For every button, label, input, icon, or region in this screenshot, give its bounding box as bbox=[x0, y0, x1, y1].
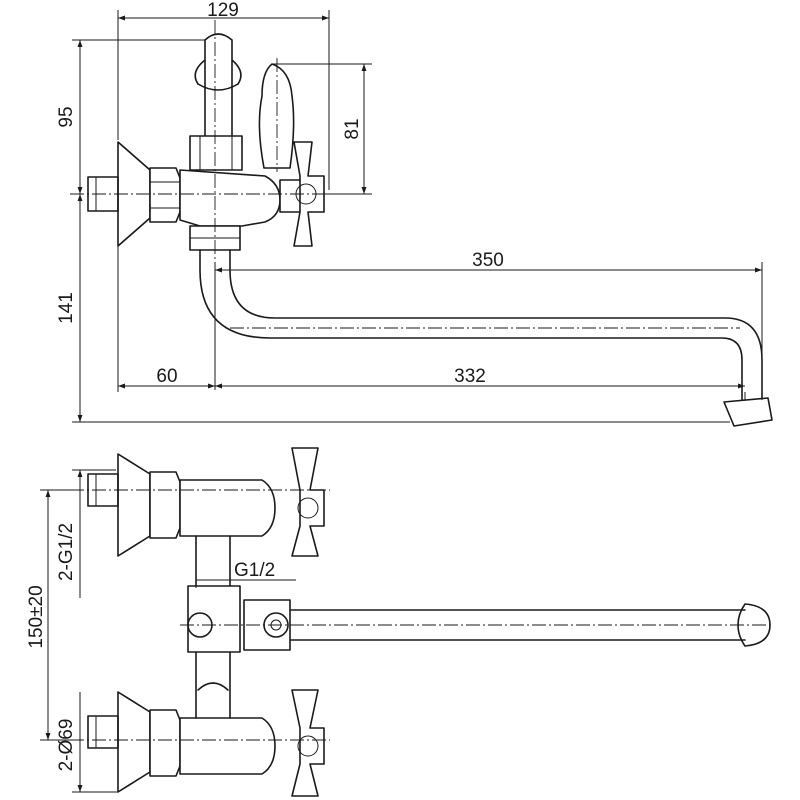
aerator bbox=[723, 397, 773, 427]
side-view bbox=[70, 20, 773, 427]
side-view-dimensions: 129 95 81 350 141 60 332 bbox=[56, 0, 763, 423]
lower-cross-handle bbox=[291, 689, 325, 797]
straight-spout bbox=[289, 609, 746, 641]
lower-inlet-nipple bbox=[87, 715, 119, 749]
dim-flange-diameter: 2-Ø69 bbox=[56, 719, 77, 772]
mixer-body bbox=[179, 169, 281, 227]
dim-center-distance: 150±20 bbox=[26, 585, 47, 648]
dim-offset: 60 bbox=[156, 366, 177, 387]
dim-inlet-thread: 2-G1/2 bbox=[56, 523, 77, 581]
plan-view bbox=[70, 447, 771, 797]
spout bbox=[199, 249, 763, 401]
lower-body bbox=[179, 717, 276, 775]
upper-flange bbox=[117, 453, 151, 557]
shower-hook-plan bbox=[197, 682, 229, 691]
upper-hex-nut bbox=[149, 471, 181, 539]
plan-view-dimensions: G1/2 2-G1/2 150±20 2-Ø69 bbox=[26, 469, 296, 793]
dim-lower-height: 141 bbox=[56, 292, 77, 324]
diverter-collar bbox=[189, 135, 243, 171]
upper-body bbox=[179, 479, 276, 537]
lower-hex-nut bbox=[149, 709, 181, 777]
spout-tip bbox=[737, 603, 771, 647]
dim-outlet-thread: G1/2 bbox=[234, 560, 275, 581]
center-column bbox=[195, 535, 231, 719]
upper-cross-handle bbox=[291, 447, 325, 557]
cross-handle-stem bbox=[279, 179, 303, 213]
dim-spout-length: 350 bbox=[472, 250, 504, 271]
dim-upper-height: 95 bbox=[56, 106, 77, 127]
hex-nut bbox=[149, 167, 181, 223]
shower-hook bbox=[194, 33, 242, 141]
diverter-body bbox=[187, 585, 241, 653]
dim-overall-width: 129 bbox=[207, 0, 239, 21]
lever-handle bbox=[258, 63, 295, 169]
dim-handle-height: 81 bbox=[342, 118, 363, 139]
dim-spout-reach: 332 bbox=[454, 366, 486, 387]
lower-flange bbox=[117, 691, 151, 793]
